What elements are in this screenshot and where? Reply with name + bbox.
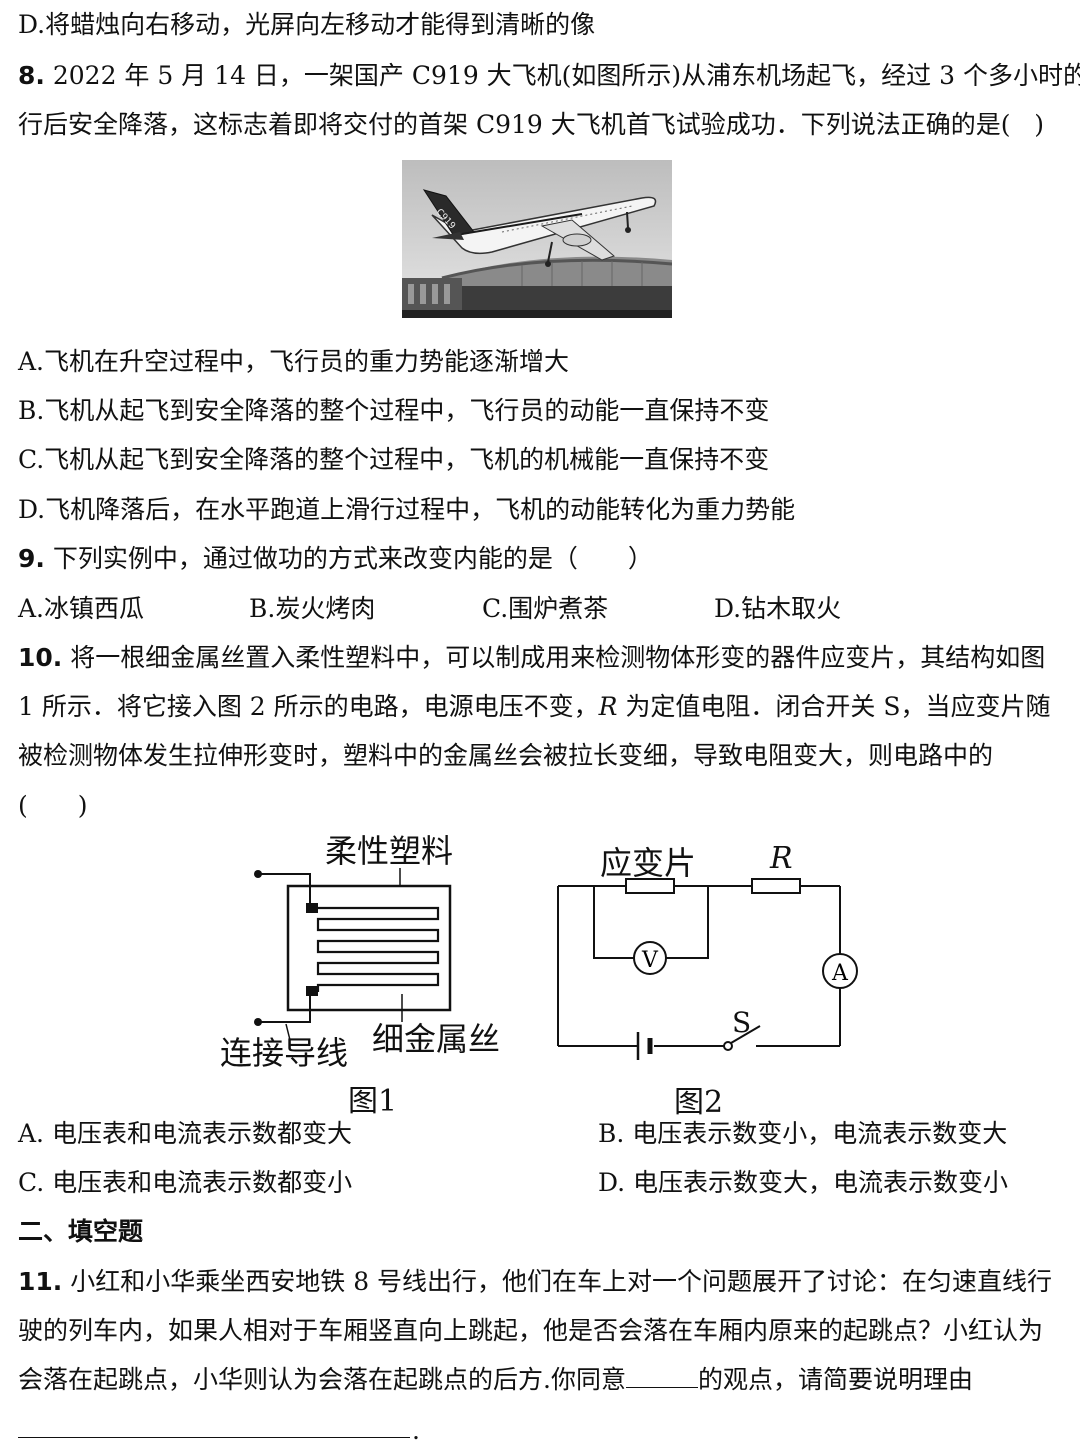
q10-option-b[interactable]: B. 电压表示数变小，电流表示数变大 <box>598 1119 1008 1148</box>
q11-text3a: 会落在起跳点，小华则认为会落在起跳点的后方.你同意 <box>18 1365 626 1394</box>
fig1-pad-top <box>306 903 318 913</box>
c919-airplane-photo: C919 <box>402 160 672 318</box>
q8-stem-text1: 2022 年 5 月 14 日，一架国产 C919 大飞机(如图所示)从浦东机场… <box>44 61 1080 90</box>
fig1-label-fine-wire: 细金属丝 <box>372 1020 500 1058</box>
q11-line2: 驶的列车内，如果人相对于车厢竖直向上跳起，他是否会落在车厢内原来的起跳点？小红认… <box>18 1316 1044 1345</box>
q10-stem-text2a: 1 所示．将它接入图 2 所示的电路，电源电压不变， <box>18 692 599 721</box>
q11-text1: 小红和小华乘坐西安地铁 8 号线出行，他们在车上对一个问题展开了讨论：在匀速直线… <box>62 1267 1053 1296</box>
q9-stem: 9. 下列实例中，通过做功的方式来改变内能的是（ ） <box>18 542 653 576</box>
fig1-serpentine-wire <box>316 906 440 992</box>
section2-title: 二、填空题 <box>18 1217 144 1246</box>
fig2-switch-lever <box>730 1025 761 1044</box>
q10-option-a[interactable]: A. 电压表和电流表示数都变大 <box>18 1119 352 1148</box>
q11-answer-blank-2[interactable] <box>18 1437 410 1438</box>
q9-stem-text: 下列实例中，通过做功的方式来改变内能的是（ ） <box>44 544 653 573</box>
q9-option-b[interactable]: B.炭火烤肉 <box>249 594 376 623</box>
q9-option-c[interactable]: C.围炉煮茶 <box>482 594 609 623</box>
fig2-ammeter-letter: A <box>831 961 849 986</box>
fig1-lead-top <box>258 873 311 904</box>
fig2-voltmeter <box>633 941 667 975</box>
q10-stem-line3: 被检测物体发生拉伸形变时，塑料中的金属丝会被拉长变细，导致电阻变大，则电路中的 <box>18 741 994 770</box>
q9-option-d[interactable]: D.钻木取火 <box>714 594 842 623</box>
q7-option-d: D.将蜡烛向右移动，光屏向左移动才能得到清晰的像 <box>18 10 596 39</box>
fig2-label-strain-gauge: 应变片 <box>600 844 696 882</box>
q11-answer-blank-1[interactable] <box>625 1363 698 1388</box>
figure1-strain-gauge: 柔性塑料 连接导线 细金属丝 图1 <box>220 832 500 1118</box>
fig2-voltmeter-letter: V <box>641 948 659 973</box>
fig1-terminal-bottom <box>254 1018 262 1026</box>
q10-stem-line2: 1 所示．将它接入图 2 所示的电路，电源电压不变，R 为定值电阻．闭合开关 S… <box>18 690 1051 724</box>
q8-stem-line2: 行后安全降落，这标志着即将交付的首架 C919 大飞机首飞试验成功．下列说法正确… <box>18 108 1062 142</box>
q11-end-mark: . <box>412 1416 420 1445</box>
fig1-label-plastic: 柔性塑料 <box>325 832 453 870</box>
fig1-label-wire-lead: 连接导线 <box>220 1034 348 1072</box>
q10-option-c[interactable]: C. 电压表和电流表示数都变小 <box>18 1168 353 1197</box>
fig1-caption: 图1 <box>348 1084 397 1118</box>
q11-number: 11. <box>18 1267 63 1296</box>
fig2-caption: 图2 <box>674 1085 723 1120</box>
q8-stem-text2: 行后安全降落，这标志着即将交付的首架 C919 大飞机首飞试验成功．下列说法正确… <box>18 110 1011 139</box>
q8-option-b[interactable]: B.飞机从起飞到安全降落的整个过程中，飞行员的动能一直保持不变 <box>18 396 770 425</box>
fig2-fixed-resistor <box>751 878 801 894</box>
fig1-plastic-frame <box>286 884 452 1012</box>
q10-stem-text2b: 为定值电阻．闭合开关 S，当应变片随 <box>617 692 1051 721</box>
fig1-terminal-top <box>254 870 262 878</box>
fig2-label-switch: S <box>732 1006 751 1039</box>
q9-number: 9. <box>18 544 45 573</box>
q11-line3: 会落在起跳点，小华则认为会落在起跳点的后方.你同意 的观点，请简要说明理由 <box>18 1363 973 1397</box>
q8-option-d[interactable]: D.飞机降落后，在水平跑道上滑行过程中，飞机的动能转化为重力势能 <box>18 495 796 524</box>
q8-paren-close: ) <box>1034 110 1044 139</box>
airplane-icon <box>422 189 657 267</box>
q10-var-r: R <box>598 692 618 721</box>
q10-option-d[interactable]: D. 电压表示数变大，电流表示数变小 <box>598 1168 1009 1197</box>
q8-option-c[interactable]: C.飞机从起飞到安全降落的整个过程中，飞机的机械能一直保持不变 <box>18 445 770 474</box>
q10-stem-text1: 将一根细金属丝置入柔性塑料中，可以制成用来检测物体形变的器件应变片，其结构如图 <box>62 643 1046 672</box>
q11-text3b: 的观点，请简要说明理由 <box>697 1365 973 1394</box>
fig2-switch-pivot <box>723 1041 733 1051</box>
q10-stem-line1: 10. 将一根细金属丝置入柔性塑料中，可以制成用来检测物体形变的器件应变片，其结… <box>18 641 1045 675</box>
q10-stem-line4: ( ) <box>18 791 88 820</box>
figure2-circuit: 应变片 R S 图2 V A <box>557 841 858 1120</box>
q8-stem-line1: 8. 2022 年 5 月 14 日，一架国产 C919 大飞机(如图所示)从浦… <box>18 59 1080 93</box>
fig2-strain-gauge-resistor <box>625 878 675 894</box>
fig2-label-r: R <box>769 841 793 876</box>
fig1-lead-bottom <box>258 996 311 1023</box>
q8-option-a[interactable]: A.飞机在升空过程中，飞行员的重力势能逐渐增大 <box>18 347 570 376</box>
q11-line1: 11. 小红和小华乘坐西安地铁 8 号线出行，他们在车上对一个问题展开了讨论：在… <box>18 1265 1052 1299</box>
q10-number: 10. <box>18 643 63 672</box>
q8-number: 8. <box>18 61 45 90</box>
fig1-pad-bottom <box>306 986 318 996</box>
q9-option-a[interactable]: A.冰镇西瓜 <box>18 594 145 623</box>
fig2-ammeter <box>822 953 858 989</box>
